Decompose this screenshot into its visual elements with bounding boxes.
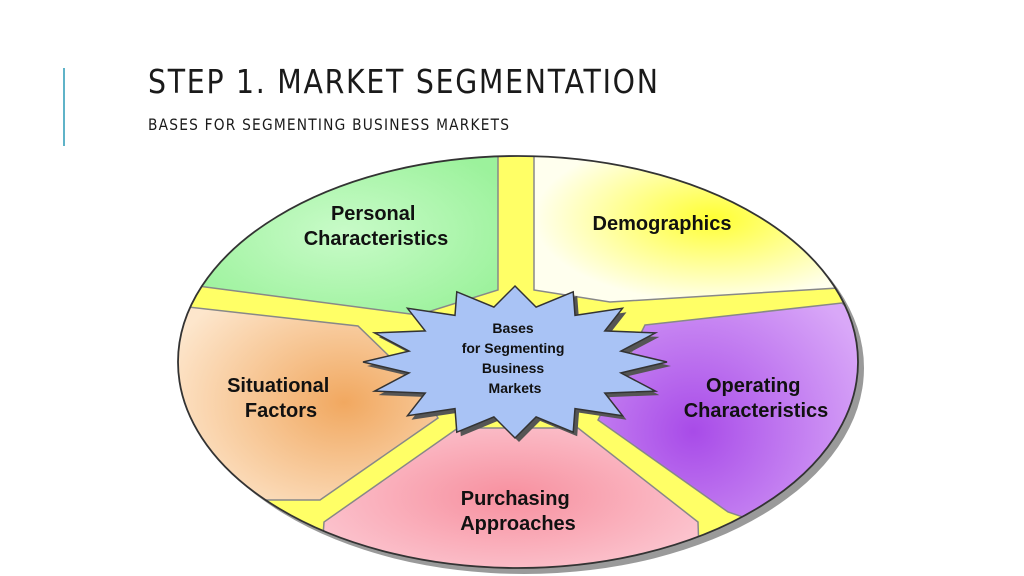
page-title: STEP 1. MARKET SEGMENTATION (148, 62, 660, 101)
label-personal: Personal Characteristics (304, 203, 449, 250)
center-label: Bases for Segmenting Business Markets (462, 320, 569, 396)
center-starburst (362, 284, 668, 440)
label-purchasing: Purchasing Approaches (460, 488, 576, 535)
ellipse-outline (177, 155, 859, 569)
label-demographics: Demographics (593, 213, 732, 235)
segment-purchasing (319, 427, 701, 568)
title-accent-bar (63, 68, 65, 146)
label-operating: Operating Characteristics (684, 375, 829, 422)
label-situational: Situational Factors (227, 375, 335, 422)
page-subtitle: BASES FOR SEGMENTING BUSINESS MARKETS (148, 115, 511, 134)
